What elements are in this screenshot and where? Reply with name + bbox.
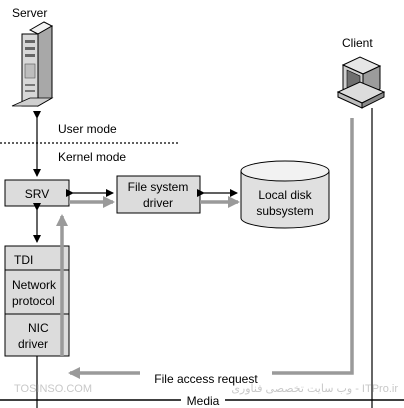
- watermark-left: TOSINSO.COM: [14, 383, 92, 395]
- client-label: Client: [342, 36, 373, 50]
- disk-label-line2: subsystem: [256, 204, 313, 218]
- network-protocol-label-line1: Network: [12, 278, 57, 292]
- client-computer-icon: [336, 56, 386, 109]
- local-disk-cylinder: [240, 160, 330, 229]
- file-access-request-label: File access request: [154, 372, 258, 386]
- nic-driver-label-line1: NIC: [28, 321, 49, 335]
- network-protocol-label-line2: protocol: [12, 294, 55, 308]
- kernel-mode-label: Kernel mode: [58, 150, 126, 164]
- srv-label: SRV: [25, 187, 49, 201]
- server-tower-icon: [11, 21, 54, 107]
- nic-driver-label-line2: driver: [18, 337, 48, 351]
- media-label: Media: [187, 394, 220, 408]
- server-label: Server: [12, 6, 47, 20]
- fs-driver-label-line1: File system: [128, 180, 189, 194]
- watermark-right: وب سایت تخصصی فناوری - ITPro.ir: [231, 383, 398, 395]
- tdi-label: TDI: [14, 253, 33, 267]
- disk-label-line1: Local disk: [258, 188, 312, 202]
- user-mode-label: User mode: [58, 122, 117, 136]
- request-label-backing: [140, 370, 272, 386]
- fs-driver-label-line2: driver: [143, 196, 173, 210]
- file-system-driver-box: [116, 175, 201, 214]
- media-label-backing: [181, 393, 225, 407]
